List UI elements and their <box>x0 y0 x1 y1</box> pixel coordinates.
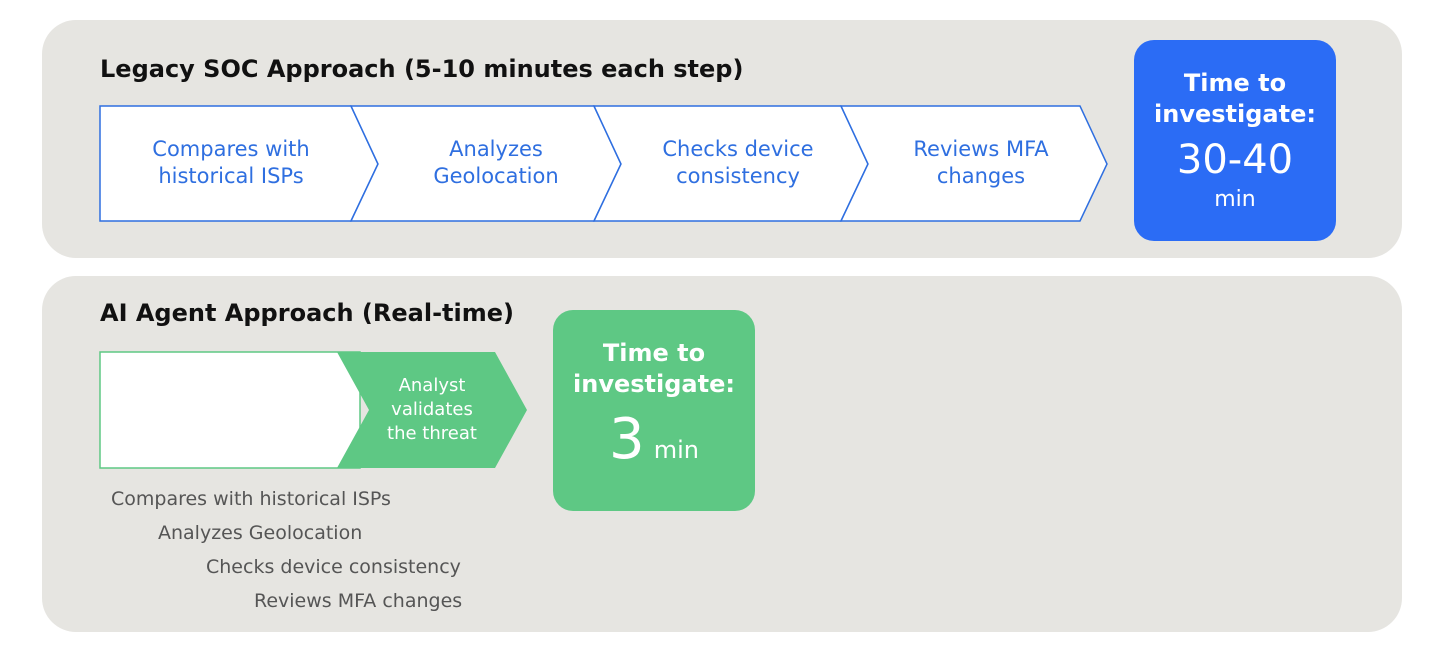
legacy-soc-panel: Legacy SOC Approach (5-10 minutes each s… <box>42 20 1402 258</box>
legacy-time-heading: Time to investigate: <box>1154 69 1316 128</box>
ai-time-heading: Time to investigate: <box>573 339 735 398</box>
legacy-step-label-1: Compares with historical ISPs <box>152 137 310 188</box>
legacy-step-label-2: Analyzes Geolocation <box>433 137 559 188</box>
ai-agent-panel: AI Agent Approach (Real-time) Analyst va… <box>42 276 1402 632</box>
ai-time-to-investigate-box: Time to investigate: 3 min <box>553 310 755 511</box>
legacy-step-label-3: Checks device consistency <box>662 137 814 188</box>
ai-time-unit: min <box>653 436 699 464</box>
ai-agent-title: AI Agent Approach (Real-time) <box>100 299 514 327</box>
ai-sub-step-2: Analyzes Geolocation <box>158 522 363 544</box>
ai-sub-step-3: Checks device consistency <box>206 556 461 578</box>
ai-empty-step-box <box>99 351 361 469</box>
legacy-soc-title: Legacy SOC Approach (5-10 minutes each s… <box>100 55 744 83</box>
ai-agent-step-arrow <box>337 352 527 468</box>
ai-process-flow <box>99 351 527 469</box>
legacy-process-flow <box>99 105 1108 222</box>
ai-time-value: 3 <box>609 407 645 472</box>
legacy-time-to-investigate-box: Time to investigate: 30-40 min <box>1134 40 1336 241</box>
legacy-time-value: 30-40 <box>1176 137 1294 183</box>
ai-sub-step-4: Reviews MFA changes <box>254 590 463 612</box>
legacy-step-label-4: Reviews MFA changes <box>913 137 1049 188</box>
legacy-step-arrow-4 <box>839 105 1108 222</box>
ai-agent-step-label: Analyst validates the threat <box>387 375 477 444</box>
ai-sub-step-1: Compares with historical ISPs <box>111 488 391 510</box>
ai-time-value-row: 3 min <box>553 410 755 483</box>
legacy-time-unit: min <box>1214 187 1256 212</box>
